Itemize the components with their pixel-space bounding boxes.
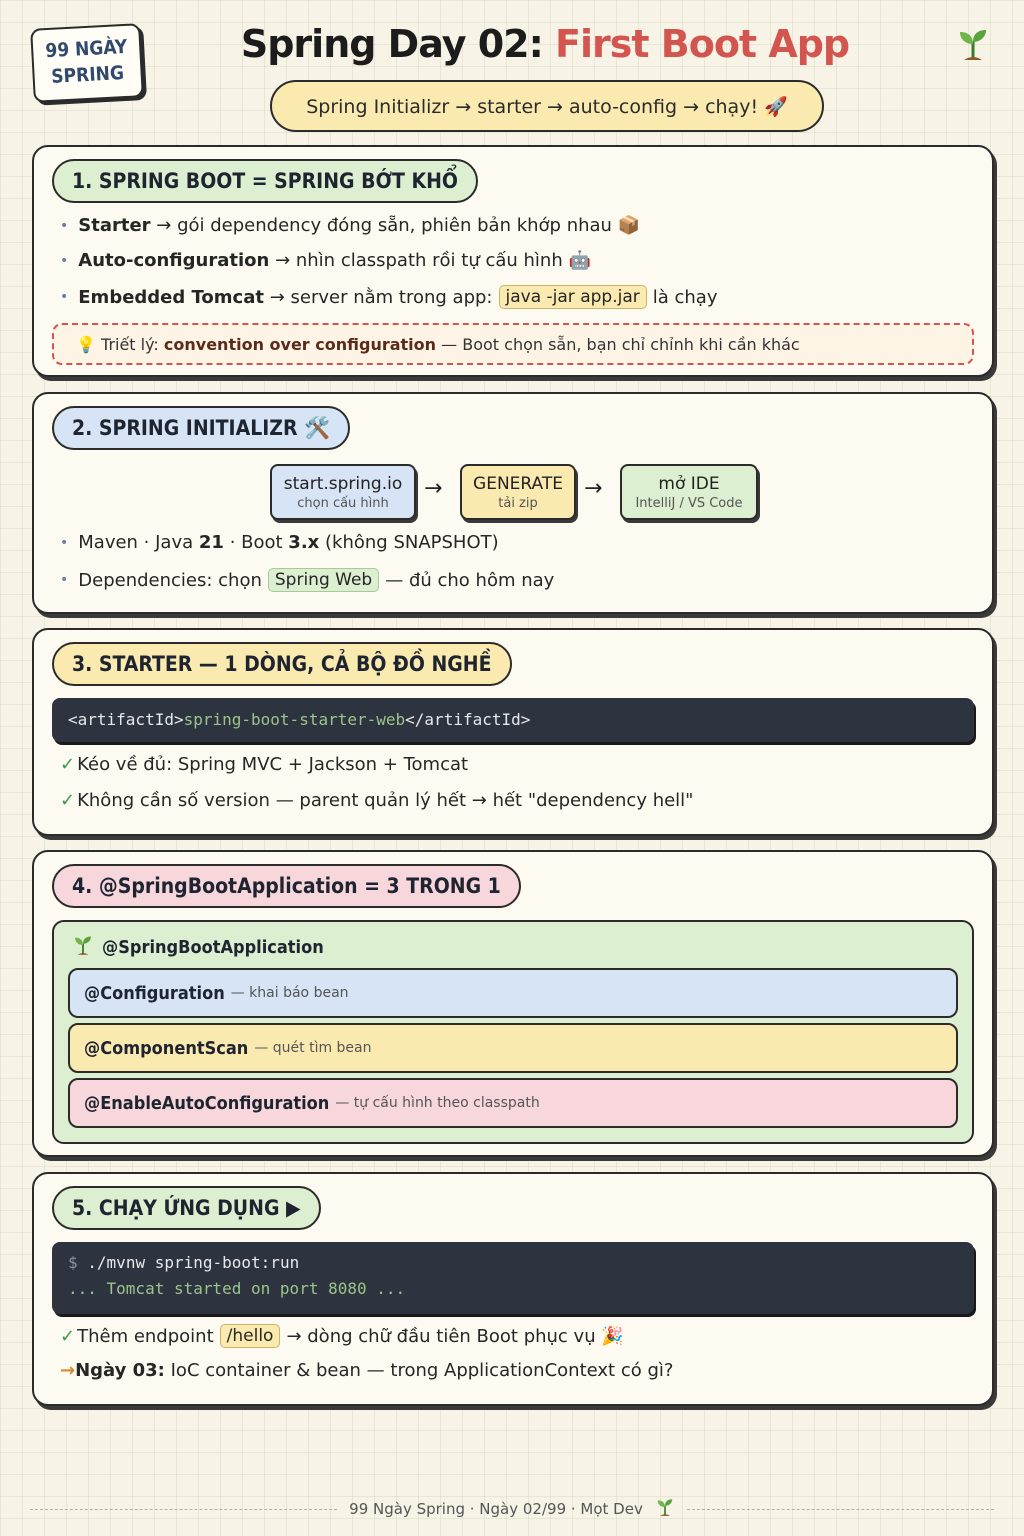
list-item: • Dependencies: chọn Spring Web — đủ cho…	[60, 568, 555, 592]
footer-divider	[30, 1508, 338, 1510]
footer-divider	[686, 1508, 994, 1510]
step-open-ide: mở IDE IntelliJ / VS Code	[620, 464, 758, 520]
inline-code: java -jar app.jar	[498, 285, 647, 309]
sprout-icon	[655, 1497, 675, 1521]
bullet-icon: •	[60, 534, 69, 551]
annotation-container: @SpringBootApplication @Configuration — …	[52, 920, 974, 1144]
footer: 99 Ngày Spring · Ngày 02/99 · Mọt Dev	[30, 1494, 994, 1524]
footer-text: 99 Ngày Spring · Ngày 02/99 · Mọt Dev	[349, 1500, 643, 1518]
section-starter: 3. STARTER — 1 DÒNG, CẢ BỘ ĐỒ NGHỀ <arti…	[32, 628, 994, 836]
arrow-right-icon: →	[584, 476, 603, 501]
annotation-header: @SpringBootApplication	[72, 934, 324, 961]
section-5-title: 5. CHẠY ỨNG DỤNG ▶	[52, 1186, 321, 1230]
dependency-chip: Spring Web	[267, 568, 380, 592]
terminal-output: ... Tomcat started on port 8080 ...	[68, 1279, 406, 1298]
bullet-icon: •	[60, 217, 69, 234]
list-item: • Starter → gói dependency đóng sẵn, phi…	[60, 215, 641, 236]
title-main: Spring Day 02:	[240, 22, 544, 66]
section-1-title: 1. SPRING BOOT = SPRING BỚT KHỔ	[52, 159, 478, 203]
list-item: • Maven · Java 21 · Boot 3.x (không SNAP…	[60, 532, 499, 553]
lightbulb-icon: 💡	[76, 334, 96, 354]
arrow-right-icon: →	[424, 476, 443, 501]
series-badge: 99 NGÀY SPRING	[30, 23, 144, 103]
section-initializr: 2. SPRING INITIALIZR 🛠️ start.spring.io …	[32, 392, 994, 614]
section-2-title: 2. SPRING INITIALIZR 🛠️	[52, 406, 351, 450]
check-icon: ✓	[60, 1325, 76, 1347]
annotation-component-scan: @ComponentScan — quét tìm bean	[68, 1023, 958, 1073]
annotation-configuration: @Configuration — khai báo bean	[68, 968, 958, 1018]
annotation-enable-auto-configuration: @EnableAutoConfiguration — tự cấu hình t…	[68, 1078, 958, 1128]
step-generate: GENERATE tải zip	[460, 464, 576, 520]
title-accent: First Boot App	[555, 22, 850, 66]
list-item: ✓ Không cần số version — parent quản lý …	[60, 790, 694, 811]
list-item: • Embedded Tomcat → server nằm trong app…	[60, 285, 718, 309]
section-3-title: 3. STARTER — 1 DÒNG, CẢ BỘ ĐỒ NGHỀ	[52, 642, 512, 686]
check-icon: ✓	[60, 754, 76, 775]
list-item: ✓ Thêm endpoint /hello → dòng chữ đầu ti…	[60, 1324, 624, 1348]
page-title: Spring Day 02: First Boot App	[200, 22, 890, 66]
step-start-spring-io: start.spring.io chọn cấu hình	[270, 464, 416, 520]
bullet-icon: •	[60, 572, 69, 588]
terminal-block: $ ./mvnw spring-boot:run ... Tomcat star…	[52, 1242, 974, 1314]
bullet-icon: •	[60, 289, 69, 305]
tip-box: 💡 Triết lý: convention over configuratio…	[52, 323, 974, 365]
check-icon: ✓	[60, 790, 76, 811]
list-item: • Auto-configuration → nhìn classpath rồ…	[60, 250, 591, 271]
endpoint-chip: /hello	[219, 1324, 281, 1348]
list-item: ✓ Kéo về đủ: Spring MVC + Jackson + Tomc…	[60, 754, 469, 775]
flow-summary: Spring Initializr → starter → auto-confi…	[270, 80, 824, 132]
section-spring-boot: 1. SPRING BOOT = SPRING BỚT KHỔ • Starte…	[32, 145, 994, 377]
list-item: → Ngày 03: IoC container & bean — trong …	[60, 1360, 674, 1381]
code-block: <artifactId>spring-boot-starter-web</art…	[52, 698, 974, 742]
badge-line-2: SPRING	[50, 62, 125, 88]
section-run-app: 5. CHẠY ỨNG DỤNG ▶ $ ./mvnw spring-boot:…	[32, 1172, 994, 1406]
bullet-icon: •	[60, 252, 69, 269]
section-4-title: 4. @SpringBootApplication = 3 TRONG 1	[52, 864, 521, 908]
terminal-command: $ ./mvnw spring-boot:run	[68, 1253, 300, 1272]
sprout-icon	[956, 26, 990, 66]
section-annotation: 4. @SpringBootApplication = 3 TRONG 1 @S…	[32, 850, 994, 1157]
sprout-icon	[72, 934, 94, 961]
arrow-right-icon: →	[60, 1360, 76, 1381]
